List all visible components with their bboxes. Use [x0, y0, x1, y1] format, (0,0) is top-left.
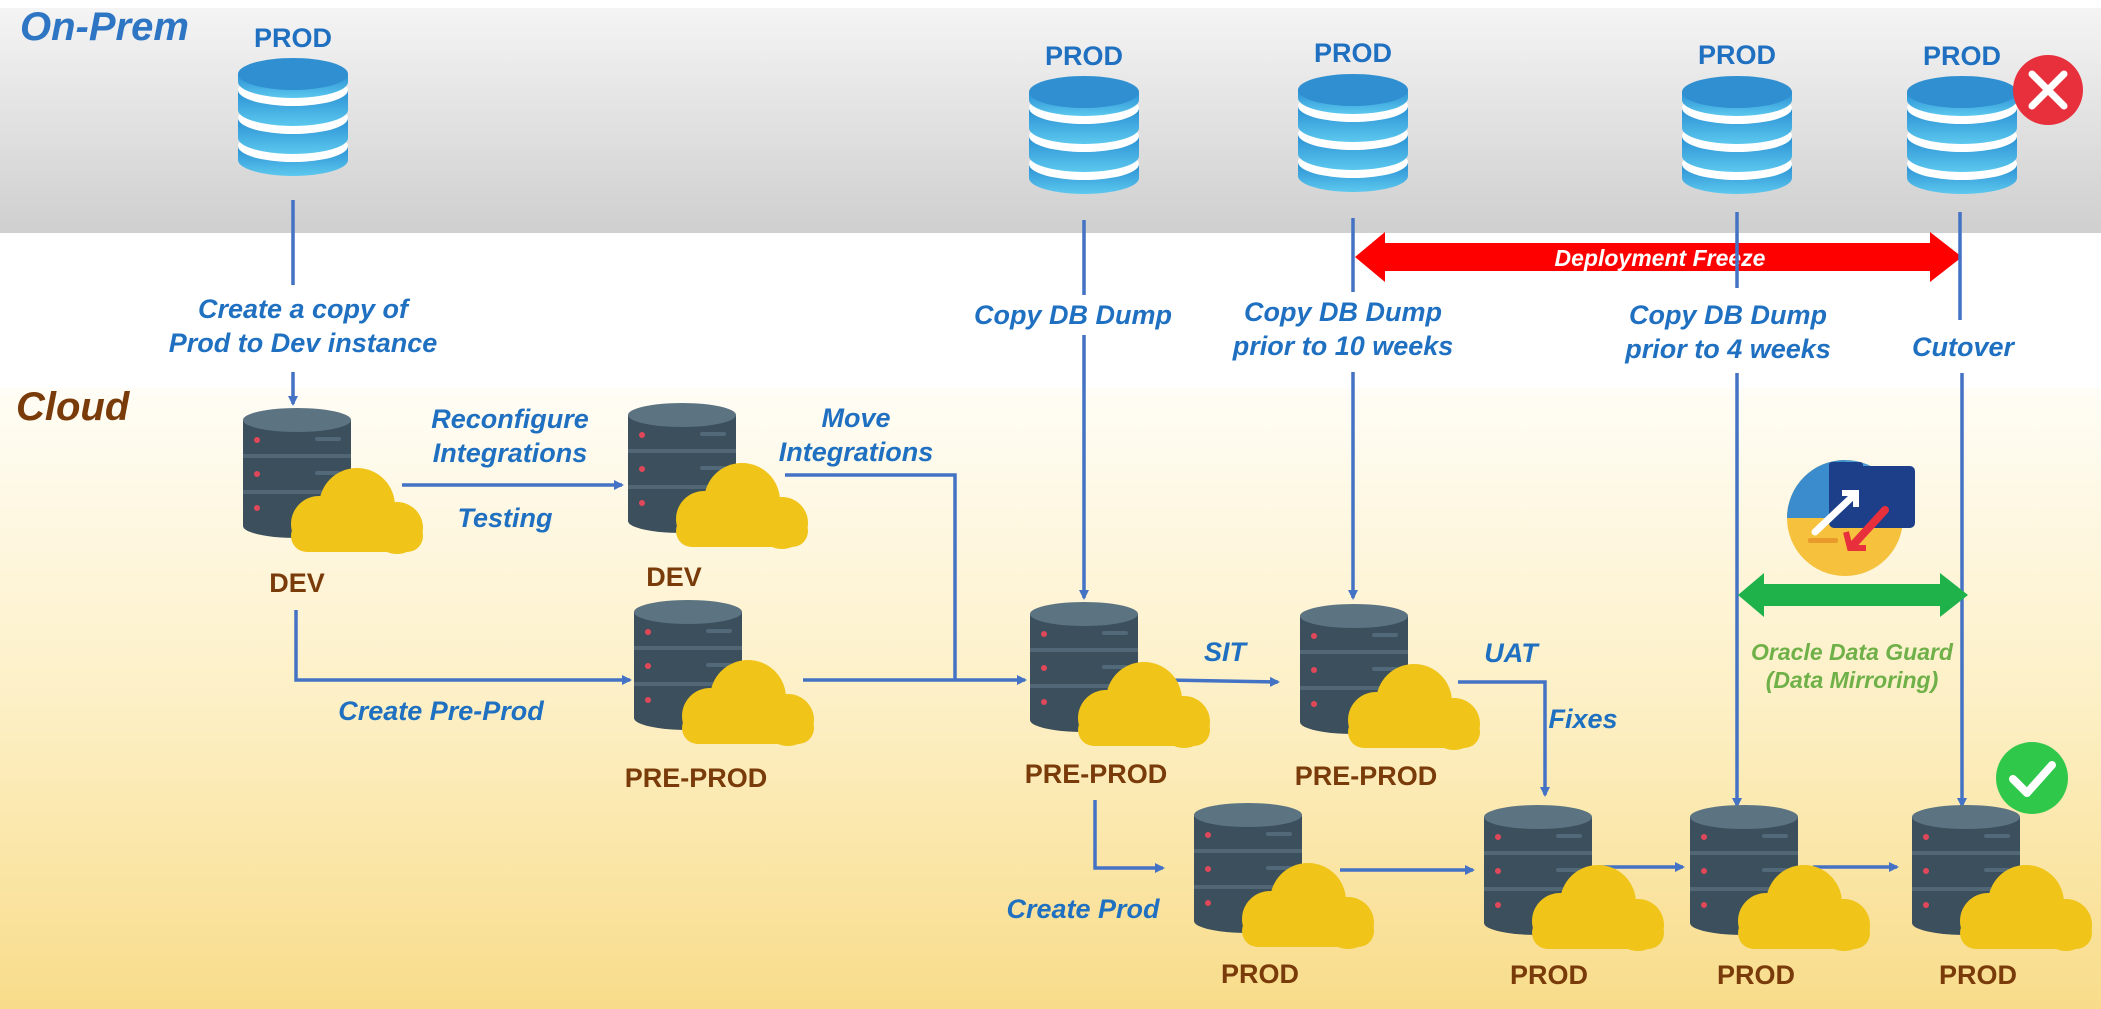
onprem-db-5-label: PROD [1923, 41, 2001, 71]
cloud-preprod-3: PRE-PROD [1295, 602, 1482, 791]
data-transfer-icon [1787, 460, 1915, 576]
cloud-region-label: Cloud [16, 385, 131, 429]
label-copy-4-line2: prior to 4 weeks [1624, 334, 1831, 364]
label-reconfigure-line2: Integrations [433, 438, 588, 468]
onprem-db-3: PROD [1298, 38, 1408, 192]
label-testing: Testing [457, 503, 553, 533]
cloud-prod-3-label: PROD [1717, 960, 1795, 990]
cloud-dev-1: DEV [241, 406, 425, 598]
cloud-preprod-2-label: PRE-PROD [1025, 759, 1168, 789]
deployment-freeze-label: Deployment Freeze [1555, 245, 1766, 271]
cloud-prod-1: PROD [1192, 801, 1376, 989]
data-guard-line2: (Data Mirroring) [1766, 667, 1939, 693]
cloud-prod-1-label: PROD [1221, 959, 1299, 989]
label-move-line1: Move [821, 403, 890, 433]
label-move-line2: Integrations [779, 437, 934, 467]
connectors [288, 200, 1967, 875]
onprem-region-label: On-Prem [20, 5, 189, 49]
onprem-db-3-label: PROD [1314, 38, 1392, 68]
onprem-db-4: PROD [1682, 40, 1792, 194]
cloud-dev-1-label: DEV [269, 568, 325, 598]
label-copy-4-line1: Copy DB Dump [1629, 300, 1827, 330]
connector-sit [1166, 676, 1280, 687]
connector-uat-fixes [1458, 680, 1550, 797]
cloud-prod-4-label: PROD [1939, 960, 2017, 990]
label-copy-10-line2: prior to 10 weeks [1232, 331, 1454, 361]
label-copy-10-line1: Copy DB Dump [1244, 297, 1442, 327]
cloud-dev-2: DEV [626, 401, 810, 592]
close-icon [2013, 55, 2083, 125]
connector-create-preprod [294, 610, 632, 685]
label-copy-prod-line2: Prod to Dev instance [169, 328, 438, 358]
connector-move-integrations [785, 473, 957, 680]
label-copy-db-dump: Copy DB Dump [974, 300, 1172, 330]
label-cutover: Cutover [1912, 332, 2016, 362]
label-fixes: Fixes [1548, 704, 1617, 734]
onprem-db-2: PROD [1029, 41, 1139, 194]
onprem-db-4-label: PROD [1698, 40, 1776, 70]
cloud-preprod-1: PRE-PROD [625, 598, 816, 793]
checkmark-icon [1996, 742, 2068, 814]
label-create-prod: Create Prod [1006, 894, 1160, 924]
cloud-preprod-3-label: PRE-PROD [1295, 761, 1438, 791]
label-create-preprod: Create Pre-Prod [338, 696, 544, 726]
label-uat: UAT [1484, 638, 1540, 668]
label-reconfigure-line1: Reconfigure [431, 404, 589, 434]
data-guard-arrow [1738, 573, 1968, 617]
connector-create-prod [1093, 800, 1165, 873]
cloud-prod-2: PROD [1482, 803, 1666, 990]
onprem-db-5: PROD [1907, 41, 2017, 194]
onprem-db-1-label: PROD [254, 23, 332, 53]
data-guard-line1: Oracle Data Guard [1751, 639, 1954, 665]
cloud-dev-2-label: DEV [646, 562, 702, 592]
cloud-prod-3: PROD [1688, 803, 1872, 990]
label-copy-prod-line1: Create a copy of [198, 294, 411, 324]
cloud-preprod-2: PRE-PROD [1025, 600, 1212, 789]
onprem-db-2-label: PROD [1045, 41, 1123, 71]
cloud-prod-2-label: PROD [1510, 960, 1588, 990]
deployment-freeze-arrow: Deployment Freeze [1355, 232, 1962, 282]
cloud-prod-4: PROD [1910, 803, 2094, 990]
cloud-preprod-1-label: PRE-PROD [625, 763, 768, 793]
onprem-db-1: PROD [238, 23, 348, 176]
label-sit: SIT [1204, 637, 1249, 667]
